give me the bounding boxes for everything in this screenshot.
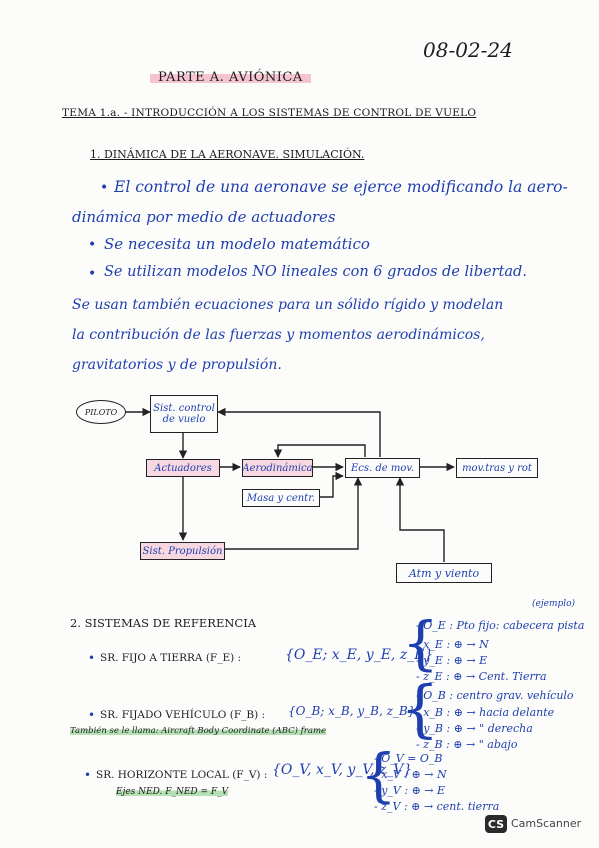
frame-3-item-2: - x_V : ⊕ → N [374,768,447,781]
section1-title: 1. DINÁMICA DE LA AERONAVE. SIMULACIÓN. [90,148,365,161]
bullet-dot-frame-3: • [84,768,92,782]
topic-title: TEMA 1.a. - INTRODUCCIÓN A LOS SISTEMAS … [62,107,477,119]
frame-3-item-1: - O_V = O_B [374,752,443,765]
frame-1-brace: { [402,609,439,677]
paragraph-line-3: gravitatorios y de propulsión. [72,357,282,373]
camscanner-text: CamScanner [511,817,582,830]
bullet-dot-2: • [88,237,97,253]
masa-block: Masa y centr. [242,489,320,507]
salida-block: mov.tras y rot [456,458,538,478]
atm-block: Atm y viento [396,563,492,583]
frame-1-item-2: - x_E : ⊕ → N [416,638,489,651]
frame-3-brace: { [360,741,397,809]
propulsion-block: Sist. Propulsión [140,542,225,560]
camscanner-logo: CS [485,815,507,833]
bullet-1-line-2: dinámica por medio de actuadores [72,208,336,226]
frame-3-note: Ejes NED. F_NED = F_V [116,787,229,797]
frame-1-item-4: - z_E : ⊕ → Cent. Tierra [416,670,547,683]
bullet-1-line-1: El control de una aeronave se ejerce mod… [114,178,568,196]
example-annotation: (ejemplo) [532,599,576,609]
paragraph-line-1: Se usan también ecuaciones para un sólid… [72,297,504,313]
frame-2-item-2: - x_B : ⊕ → hacia delante [416,706,555,719]
frame-2-item-1: - O_B : centro grav. vehículo [416,689,574,702]
frame-2-item-3: - y_B : ⊕ → " derecha [416,722,533,735]
frame-3-item-3: - y_V : ⊕ → E [374,784,446,797]
frame-3-set: {O_V, x_V, y_V, z_V} [272,762,413,778]
actuadores-block: Actuadores [146,459,220,477]
frame-3-label: SR. HORIZONTE LOCAL (F_V) : [96,769,268,781]
frame-1-item-1: - O_E : Pto fijo: cabecera pista [416,619,585,632]
ecs-block: Ecs. de mov. [345,458,420,478]
piloto-node: PILOTO [76,400,126,424]
section2-title: 2. SISTEMAS DE REFERENCIA [70,616,257,630]
frame-2-note: También se le llama: Aircraft Body Coord… [70,726,327,736]
bullet-2: Se necesita un modelo matemático [104,235,370,253]
frame-1-label: SR. FIJO A TIERRA (F_E) : [100,652,242,664]
bullet-dot-3: • [88,266,97,282]
control-block: Sist. control de vuelo [150,395,218,433]
part-title: PARTE A. AVIÓNICA [150,70,311,85]
frame-1-item-3: - y_E : ⊕ → E [416,654,488,667]
bullet-dot-frame-1: • [88,651,96,665]
date: 08-02-24 [423,38,513,62]
bullet-3: Se utilizan modelos NO lineales con 6 gr… [104,264,527,280]
frame-2-item-4: - z_B : ⊕ → " abajo [416,738,518,751]
paragraph-line-2: la contribución de las fuerzas y momento… [72,327,485,343]
frame-1-set: {O_E; x_E, y_E, z_E} [285,647,434,663]
aerodinamica-block: Aerodinámica [242,459,313,477]
frame-2-label: SR. FIJADO VEHÍCULO (F_B) : [100,709,266,721]
frame-2-brace: { [400,672,440,745]
bullet-dot-1: • [100,180,109,196]
frame-2-set: {O_B; x_B, y_B, z_B} [288,704,416,718]
bullet-dot-frame-2: • [88,708,96,722]
frame-3-item-4: - z_V : ⊕ → cent. tierra [374,800,500,813]
